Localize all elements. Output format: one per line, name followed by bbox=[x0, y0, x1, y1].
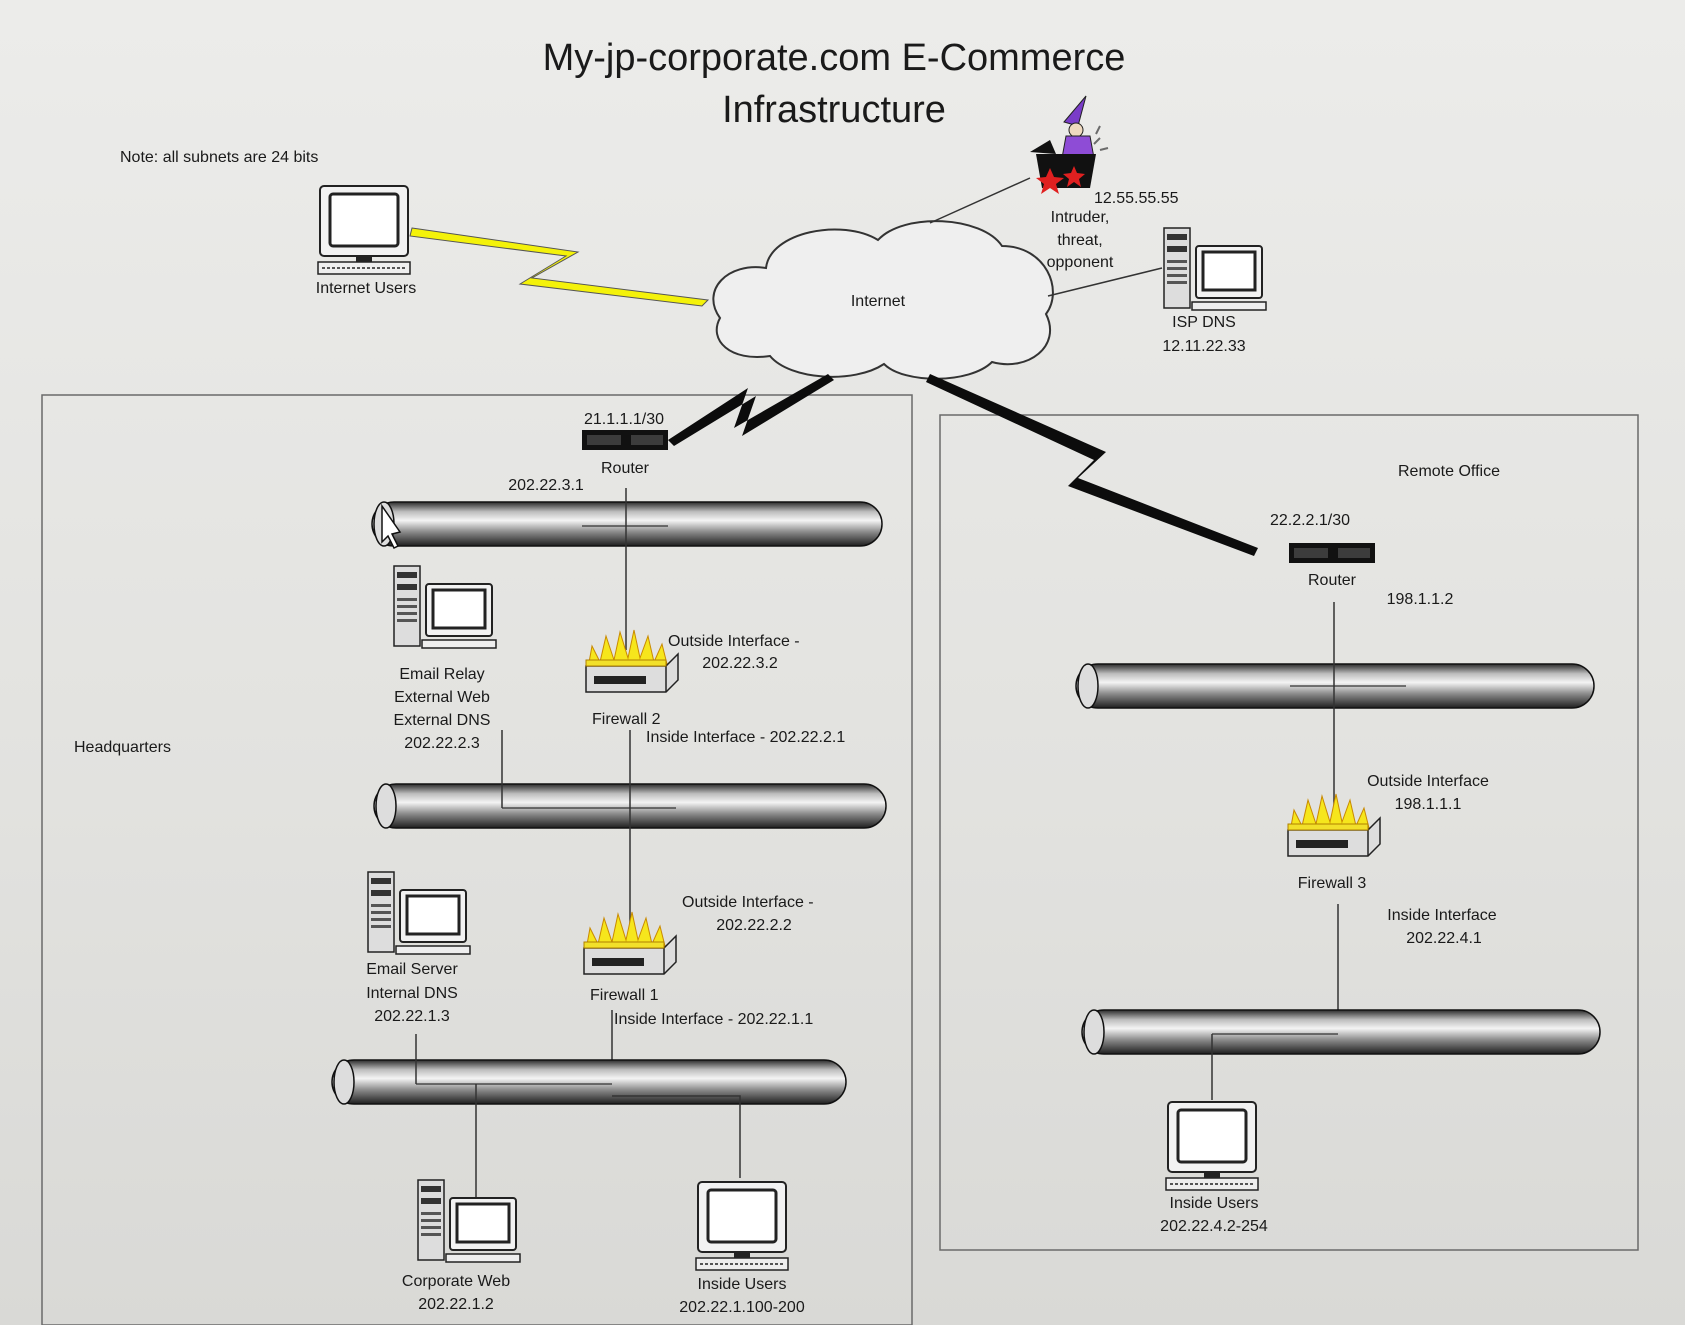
hq-router-wan-ip: 21.1.1.1/30 bbox=[584, 411, 664, 428]
hq-inside-users-label: Inside Users bbox=[698, 1276, 787, 1293]
email-server-label-2: Internal DNS bbox=[366, 985, 458, 1002]
remote-router-icon bbox=[1289, 543, 1375, 563]
firewall3-outside-ip: 198.1.1.1 bbox=[1395, 796, 1462, 813]
internet-users-label: Internet Users bbox=[316, 280, 416, 297]
remote-router-wan-ip: 22.2.2.1/30 bbox=[1270, 512, 1350, 529]
hq-segment-outer bbox=[371, 501, 883, 547]
corporate-web-label: Corporate Web bbox=[402, 1273, 510, 1290]
intruder-link bbox=[929, 177, 1031, 224]
firewall2-label: Firewall 2 bbox=[592, 711, 661, 728]
firewall3-outside-label: Outside Interface bbox=[1367, 773, 1489, 790]
corporate-web-ip: 202.22.1.2 bbox=[418, 1296, 494, 1313]
firewall3-inside-label: Inside Interface bbox=[1387, 907, 1497, 924]
intruder-ip: 12.55.55.55 bbox=[1094, 190, 1179, 207]
firewall1-outside-ip: 202.22.2.2 bbox=[716, 917, 792, 934]
remote-office-frame bbox=[939, 414, 1639, 1251]
email-server-ip: 202.22.1.3 bbox=[374, 1008, 450, 1025]
hq-router-icon bbox=[582, 430, 668, 450]
hq-inside-users-link bbox=[612, 1095, 741, 1178]
remote-inside-users-label: Inside Users bbox=[1170, 1195, 1259, 1212]
title-line-2: Infrastructure bbox=[722, 89, 946, 131]
hq-router-label: Router bbox=[601, 460, 650, 477]
internet-cloud: Internet bbox=[712, 220, 1054, 380]
firewall1-inside: Inside Interface - 202.22.1.1 bbox=[614, 1011, 813, 1028]
isp-dns-label: ISP DNS bbox=[1172, 314, 1236, 331]
corporate-web-server-icon bbox=[416, 1178, 522, 1264]
firewall2-outside-label: Outside Interface - bbox=[668, 633, 800, 650]
mouse-pointer-icon bbox=[381, 503, 402, 550]
remote-router-lan-ip: 198.1.1.2 bbox=[1387, 591, 1454, 608]
email-relay-ip: 202.22.2.3 bbox=[404, 735, 480, 752]
firewall1-label: Firewall 1 bbox=[590, 987, 659, 1004]
subnet-note: Note: all subnets are 24 bits bbox=[120, 149, 318, 166]
headquarters-frame bbox=[41, 394, 913, 1325]
firewall3-label: Firewall 3 bbox=[1298, 875, 1367, 892]
intruder-icon bbox=[1029, 95, 1109, 195]
remote-inside-users-pc bbox=[1164, 1100, 1260, 1192]
internet-users-pc bbox=[316, 184, 412, 276]
hq-router-lan-ip: 202.22.3.1 bbox=[508, 477, 584, 494]
headquarters-label: Headquarters bbox=[74, 739, 171, 756]
intruder-label-1: Intruder, bbox=[1051, 209, 1110, 226]
isp-dns-server-icon bbox=[1162, 226, 1268, 312]
firewall1-icon bbox=[583, 911, 677, 975]
email-server-label-1: Email Server bbox=[366, 961, 458, 978]
hq-wan-link bbox=[668, 374, 834, 446]
hq-inside-users-pc bbox=[694, 1180, 790, 1272]
internet-label: Internet bbox=[851, 293, 906, 310]
hq-inside-users-ip: 202.22.1.100-200 bbox=[679, 1299, 805, 1316]
email-relay-server-icon bbox=[392, 564, 498, 650]
firewall2-outside-ip: 202.22.3.2 bbox=[702, 655, 778, 672]
firewall1-outside-label: Outside Interface - bbox=[682, 894, 814, 911]
remote-inside-users-ip: 202.22.4.2-254 bbox=[1160, 1218, 1268, 1235]
email-relay-label-2: External Web bbox=[394, 689, 490, 706]
email-relay-label-1: Email Relay bbox=[399, 666, 484, 683]
isp-dns-ip: 12.11.22.33 bbox=[1162, 338, 1245, 355]
firewall2-icon bbox=[585, 629, 679, 693]
intruder-label-2: threat, bbox=[1057, 232, 1102, 249]
remote-router-label: Router bbox=[1308, 572, 1357, 589]
internet-users-wireless-link bbox=[409, 227, 710, 307]
email-relay-label-3: External DNS bbox=[394, 712, 491, 729]
title-line-1: My-jp-corporate.com E-Commerce bbox=[543, 37, 1126, 79]
remote-segment-outer bbox=[1075, 663, 1595, 709]
remote-wan-link bbox=[926, 374, 1258, 556]
firewall2-inside: Inside Interface - 202.22.2.1 bbox=[646, 729, 845, 746]
hq-segment-internal bbox=[331, 1059, 847, 1105]
intruder-label-3: opponent bbox=[1047, 254, 1114, 271]
isp-dns-link bbox=[1047, 267, 1163, 297]
firewall3-inside-ip: 202.22.4.1 bbox=[1406, 930, 1482, 947]
remote-segment-inside bbox=[1081, 1009, 1601, 1055]
firewall3-icon bbox=[1287, 793, 1381, 857]
email-server-icon bbox=[366, 870, 472, 956]
remote-office-label: Remote Office bbox=[1398, 463, 1500, 480]
